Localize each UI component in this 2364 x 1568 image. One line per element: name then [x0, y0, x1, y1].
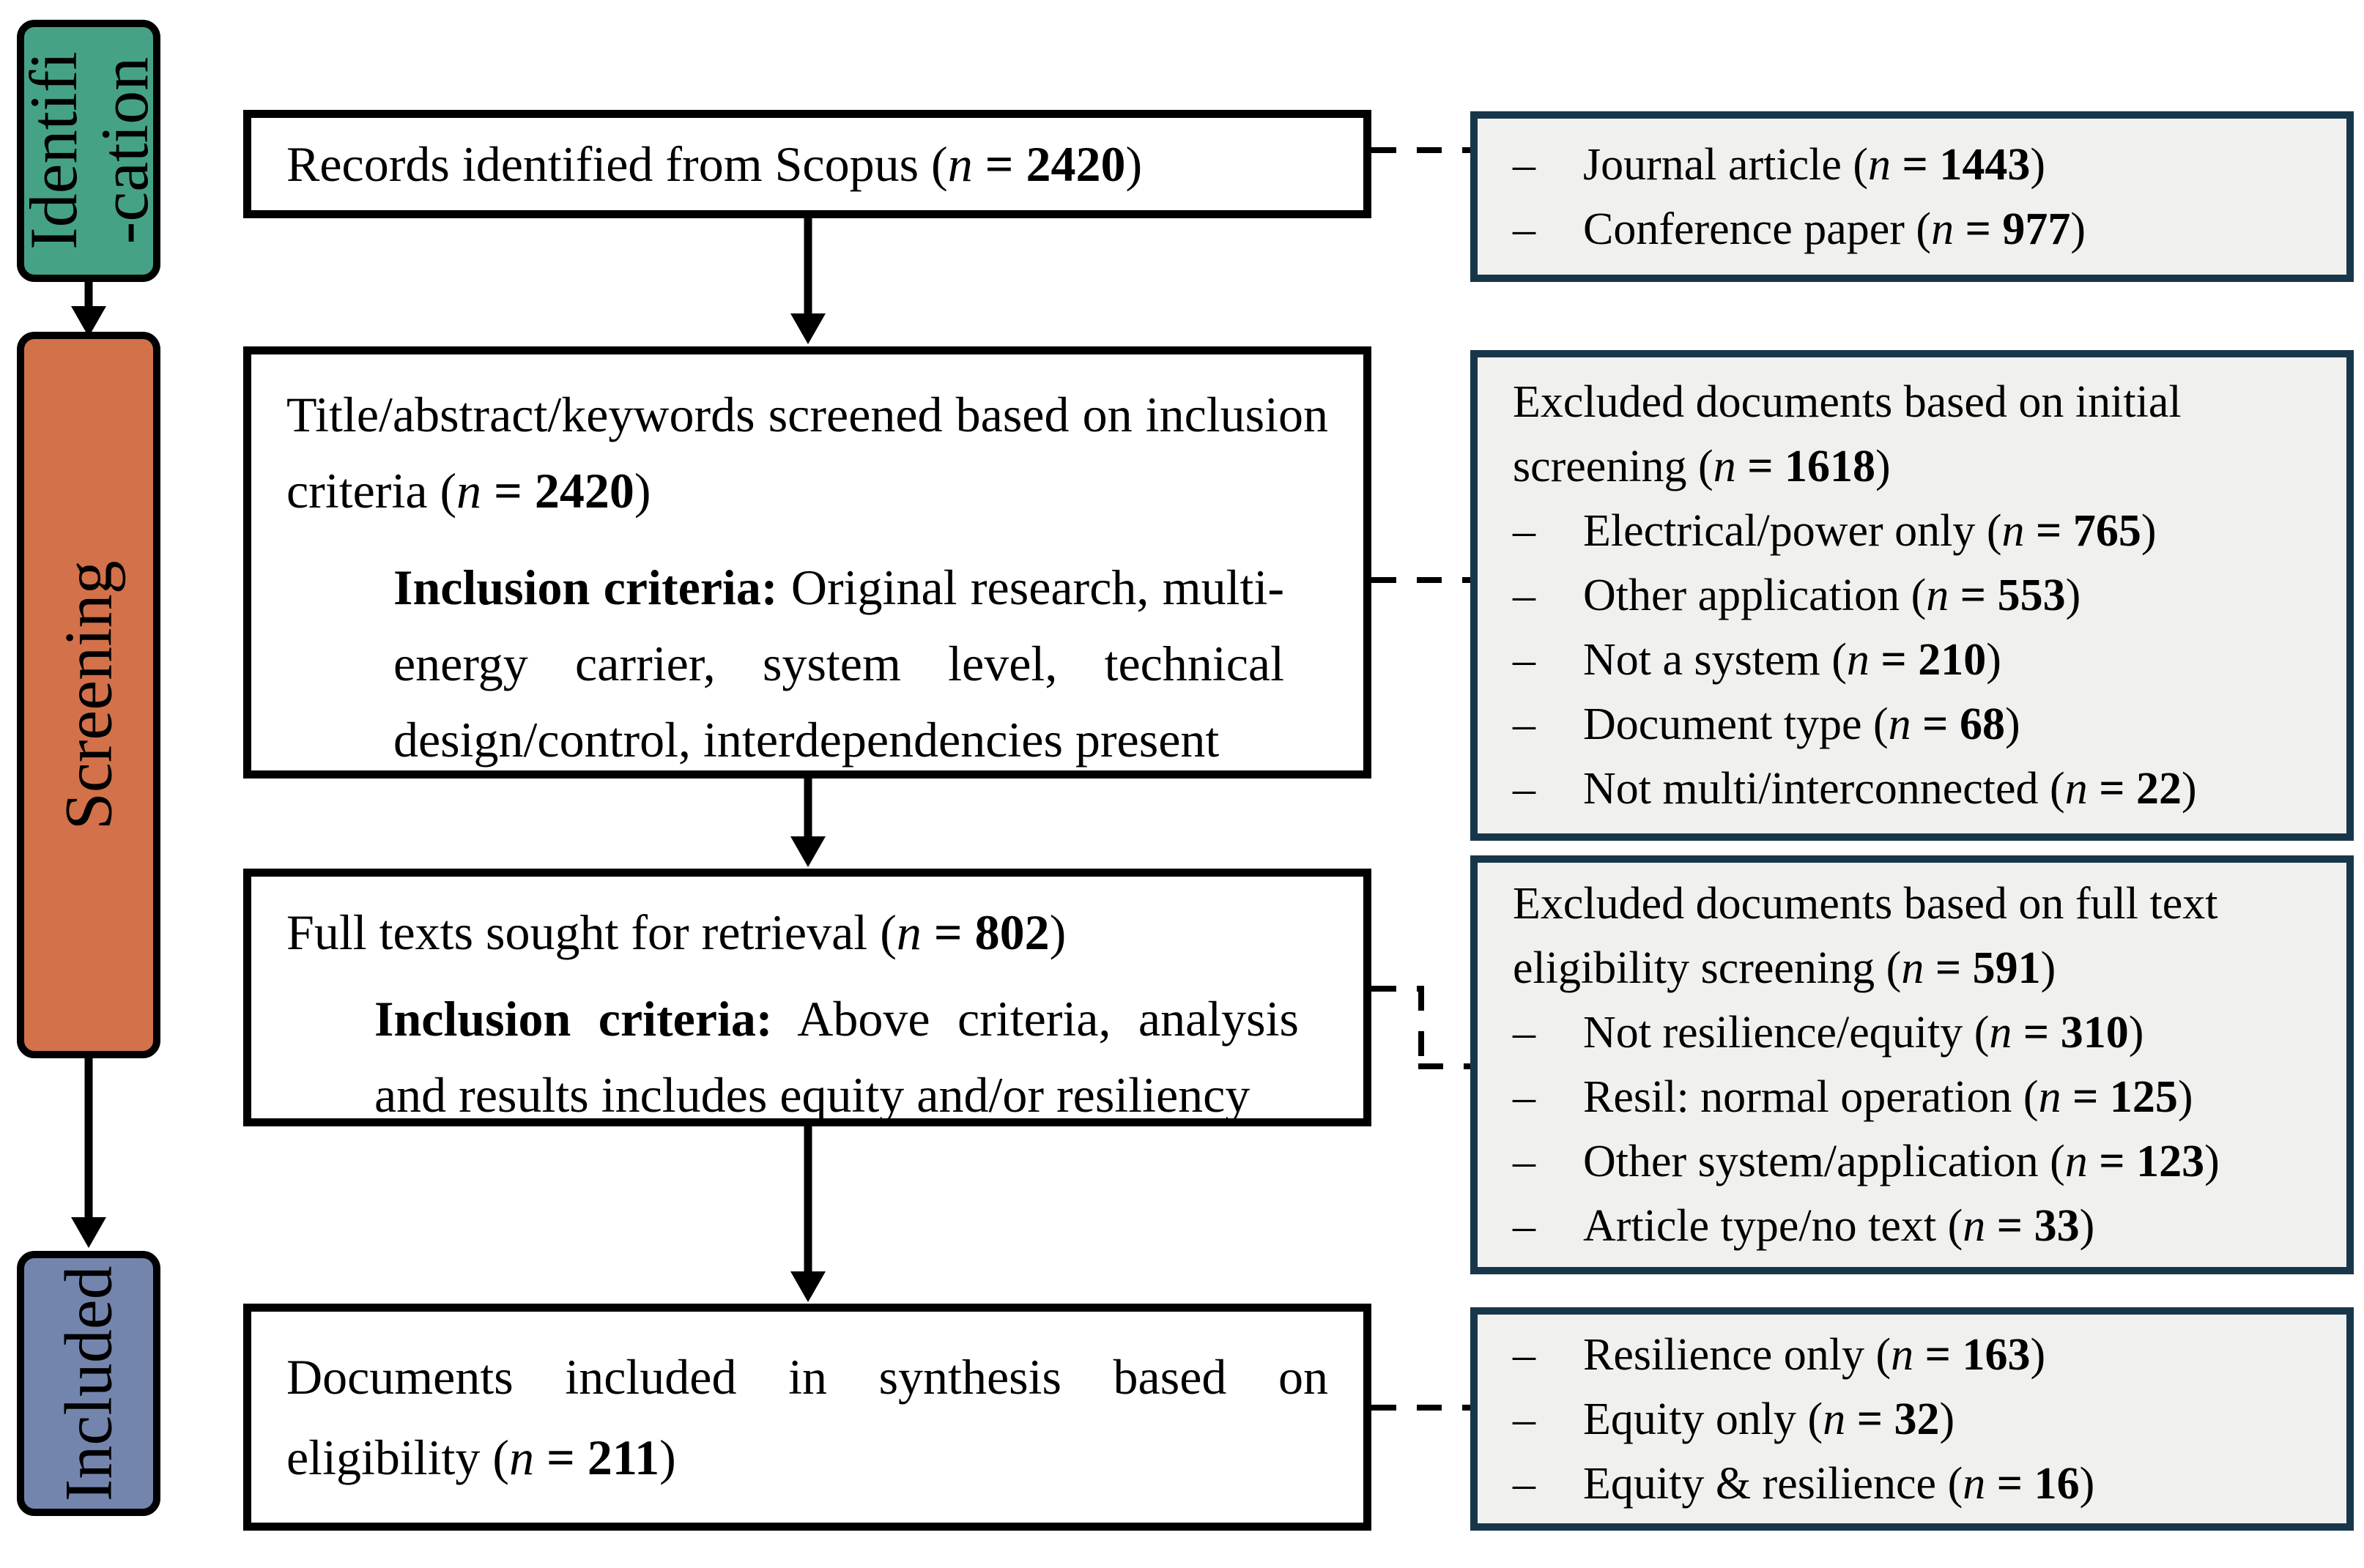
list-item: – Article type/no text (n = 33) — [1513, 1194, 2322, 1258]
flow-box-title: Title/abstract/keywords screened based o… — [286, 387, 1328, 519]
list-item: – Resilience only (n = 163) — [1513, 1323, 2322, 1387]
flow-box-title: Records identified from Scopus (n = 2420… — [286, 136, 1143, 192]
flow-box-full-texts-sought: Full texts sought for retrieval (n = 802… — [243, 869, 1371, 1126]
dash-bullet: – — [1513, 1008, 1535, 1058]
list-item: – Not resilience/equity (n = 310) — [1513, 1000, 2322, 1065]
list-item: – Not a system (n = 210) — [1513, 628, 2322, 692]
list-item-text: Conference paper (n = 977) — [1583, 204, 2086, 254]
flow-box-title-abstract-screened: Title/abstract/keywords screened based o… — [243, 346, 1371, 779]
dash-bullet: – — [1513, 1137, 1535, 1186]
stage-identification-label: Identifi -cation — [15, 51, 162, 250]
stage-screening-label: Screening — [51, 560, 126, 830]
inclusion-criteria-lead: Inclusion criteria: — [393, 560, 778, 615]
inclusion-criteria-paragraph: Inclusion criteria: Original research, m… — [393, 549, 1284, 778]
dashed-connector-fulltext-seg2 — [1418, 986, 1424, 1066]
list-item: – Not multi/interconnected (n = 22) — [1513, 757, 2322, 821]
list-item-text: Not a system (n = 210) — [1583, 635, 2001, 685]
stage-included-label: Included — [51, 1266, 126, 1501]
list-item-text: Not resilience/equity (n = 310) — [1583, 1008, 2144, 1058]
dash-bullet: – — [1513, 1394, 1535, 1444]
list-item-text: Resilience only (n = 163) — [1583, 1329, 2046, 1380]
dash-bullet: – — [1513, 635, 1535, 685]
list-item-text: Article type/no text (n = 33) — [1583, 1201, 2095, 1251]
list-item: – Document type (n = 68) — [1513, 692, 2322, 757]
stage-screening: Screening — [17, 332, 160, 1058]
arrow-identification-to-screening-shaft — [84, 282, 93, 313]
arrow-box3-to-box4-head — [790, 1271, 826, 1302]
arrow-box2-to-box3-shaft — [804, 779, 812, 840]
inclusion-criteria-lead: Inclusion criteria: — [374, 991, 773, 1047]
dashed-connector-included — [1371, 1405, 1470, 1411]
list-item: – Equity & resilience (n = 16) — [1513, 1452, 2322, 1516]
arrow-identification-to-screening-head — [71, 306, 106, 337]
arrow-box2-to-box3-head — [790, 836, 826, 867]
list-item-text: Equity & resilience (n = 16) — [1583, 1458, 2095, 1509]
list-item: – Conference paper (n = 977) — [1513, 197, 2322, 261]
list-item-text: Not multi/interconnected (n = 22) — [1583, 764, 2197, 814]
arrow-box1-to-box2-head — [790, 313, 826, 344]
list-item-text: Journal article (n = 1443) — [1583, 139, 2046, 190]
list-item-text: Equity only (n = 32) — [1583, 1394, 1955, 1444]
list-item: – Journal article (n = 1443) — [1513, 133, 2322, 197]
side-box-excluded-fulltext-screening: Excluded documents based on full text el… — [1470, 855, 2354, 1274]
flow-box-documents-included: Documents included in synthesis based on… — [243, 1304, 1371, 1531]
side-box-title: Excluded documents based on initial scre… — [1513, 377, 2182, 491]
flow-box-title: Documents included in synthesis based on… — [286, 1349, 1328, 1485]
list-item-text: Document type (n = 68) — [1583, 699, 2020, 749]
inclusion-criteria-text: Above criteria, analysis and results inc… — [374, 991, 1299, 1123]
list-item-text: Resil: normal operation (n = 125) — [1583, 1072, 2193, 1122]
list-item: – Resil: normal operation (n = 125) — [1513, 1065, 2322, 1129]
inclusion-criteria-paragraph: Inclusion criteria: Above criteria, anal… — [374, 981, 1299, 1133]
side-box-excluded-initial-screening: Excluded documents based on initial scre… — [1470, 350, 2354, 841]
side-box-title: Excluded documents based on full text el… — [1513, 879, 2218, 993]
dash-bullet: – — [1513, 699, 1535, 749]
stage-included: Included — [17, 1251, 160, 1516]
dash-bullet: – — [1513, 1201, 1535, 1251]
dashed-connector-records — [1371, 147, 1470, 153]
dash-bullet: – — [1513, 1458, 1535, 1509]
flow-box-title: Full texts sought for retrieval (n = 802… — [286, 904, 1067, 960]
list-item-text: Other system/application (n = 123) — [1583, 1137, 2220, 1186]
list-item-text: Electrical/power only (n = 765) — [1583, 506, 2157, 556]
inclusion-criteria-text: Original research, multi-energy carrier,… — [393, 560, 1284, 768]
list-item-text: Other application (n = 553) — [1583, 571, 2081, 620]
arrow-screening-to-included-head — [71, 1217, 106, 1248]
dash-bullet: – — [1513, 1329, 1535, 1380]
stage-identification: Identifi -cation — [15, 20, 162, 282]
list-item: – Other system/application (n = 123) — [1513, 1129, 2322, 1194]
arrow-box1-to-box2-shaft — [804, 218, 812, 317]
side-box-record-types: – Journal article (n = 1443) – Conferenc… — [1470, 111, 2354, 282]
side-box-synthesis-categories: – Resilience only (n = 163) – Equity onl… — [1470, 1307, 2354, 1531]
arrow-box3-to-box4-shaft — [804, 1126, 812, 1274]
dashed-connector-fulltext-seg1 — [1371, 986, 1424, 992]
dashed-connector-screening — [1371, 577, 1470, 583]
list-item: – Other application (n = 553) — [1513, 563, 2322, 628]
dash-bullet: – — [1513, 506, 1535, 556]
dash-bullet: – — [1513, 204, 1535, 254]
dash-bullet: – — [1513, 571, 1535, 620]
dash-bullet: – — [1513, 139, 1535, 190]
list-item: – Electrical/power only (n = 765) — [1513, 499, 2322, 563]
flow-box-records-identified: Records identified from Scopus (n = 2420… — [243, 110, 1371, 218]
list-item: – Equity only (n = 32) — [1513, 1387, 2322, 1452]
arrow-screening-to-included-shaft — [84, 1058, 93, 1221]
dash-bullet: – — [1513, 1072, 1535, 1122]
dash-bullet: – — [1513, 764, 1535, 814]
dashed-connector-fulltext-seg3 — [1418, 1063, 1470, 1069]
